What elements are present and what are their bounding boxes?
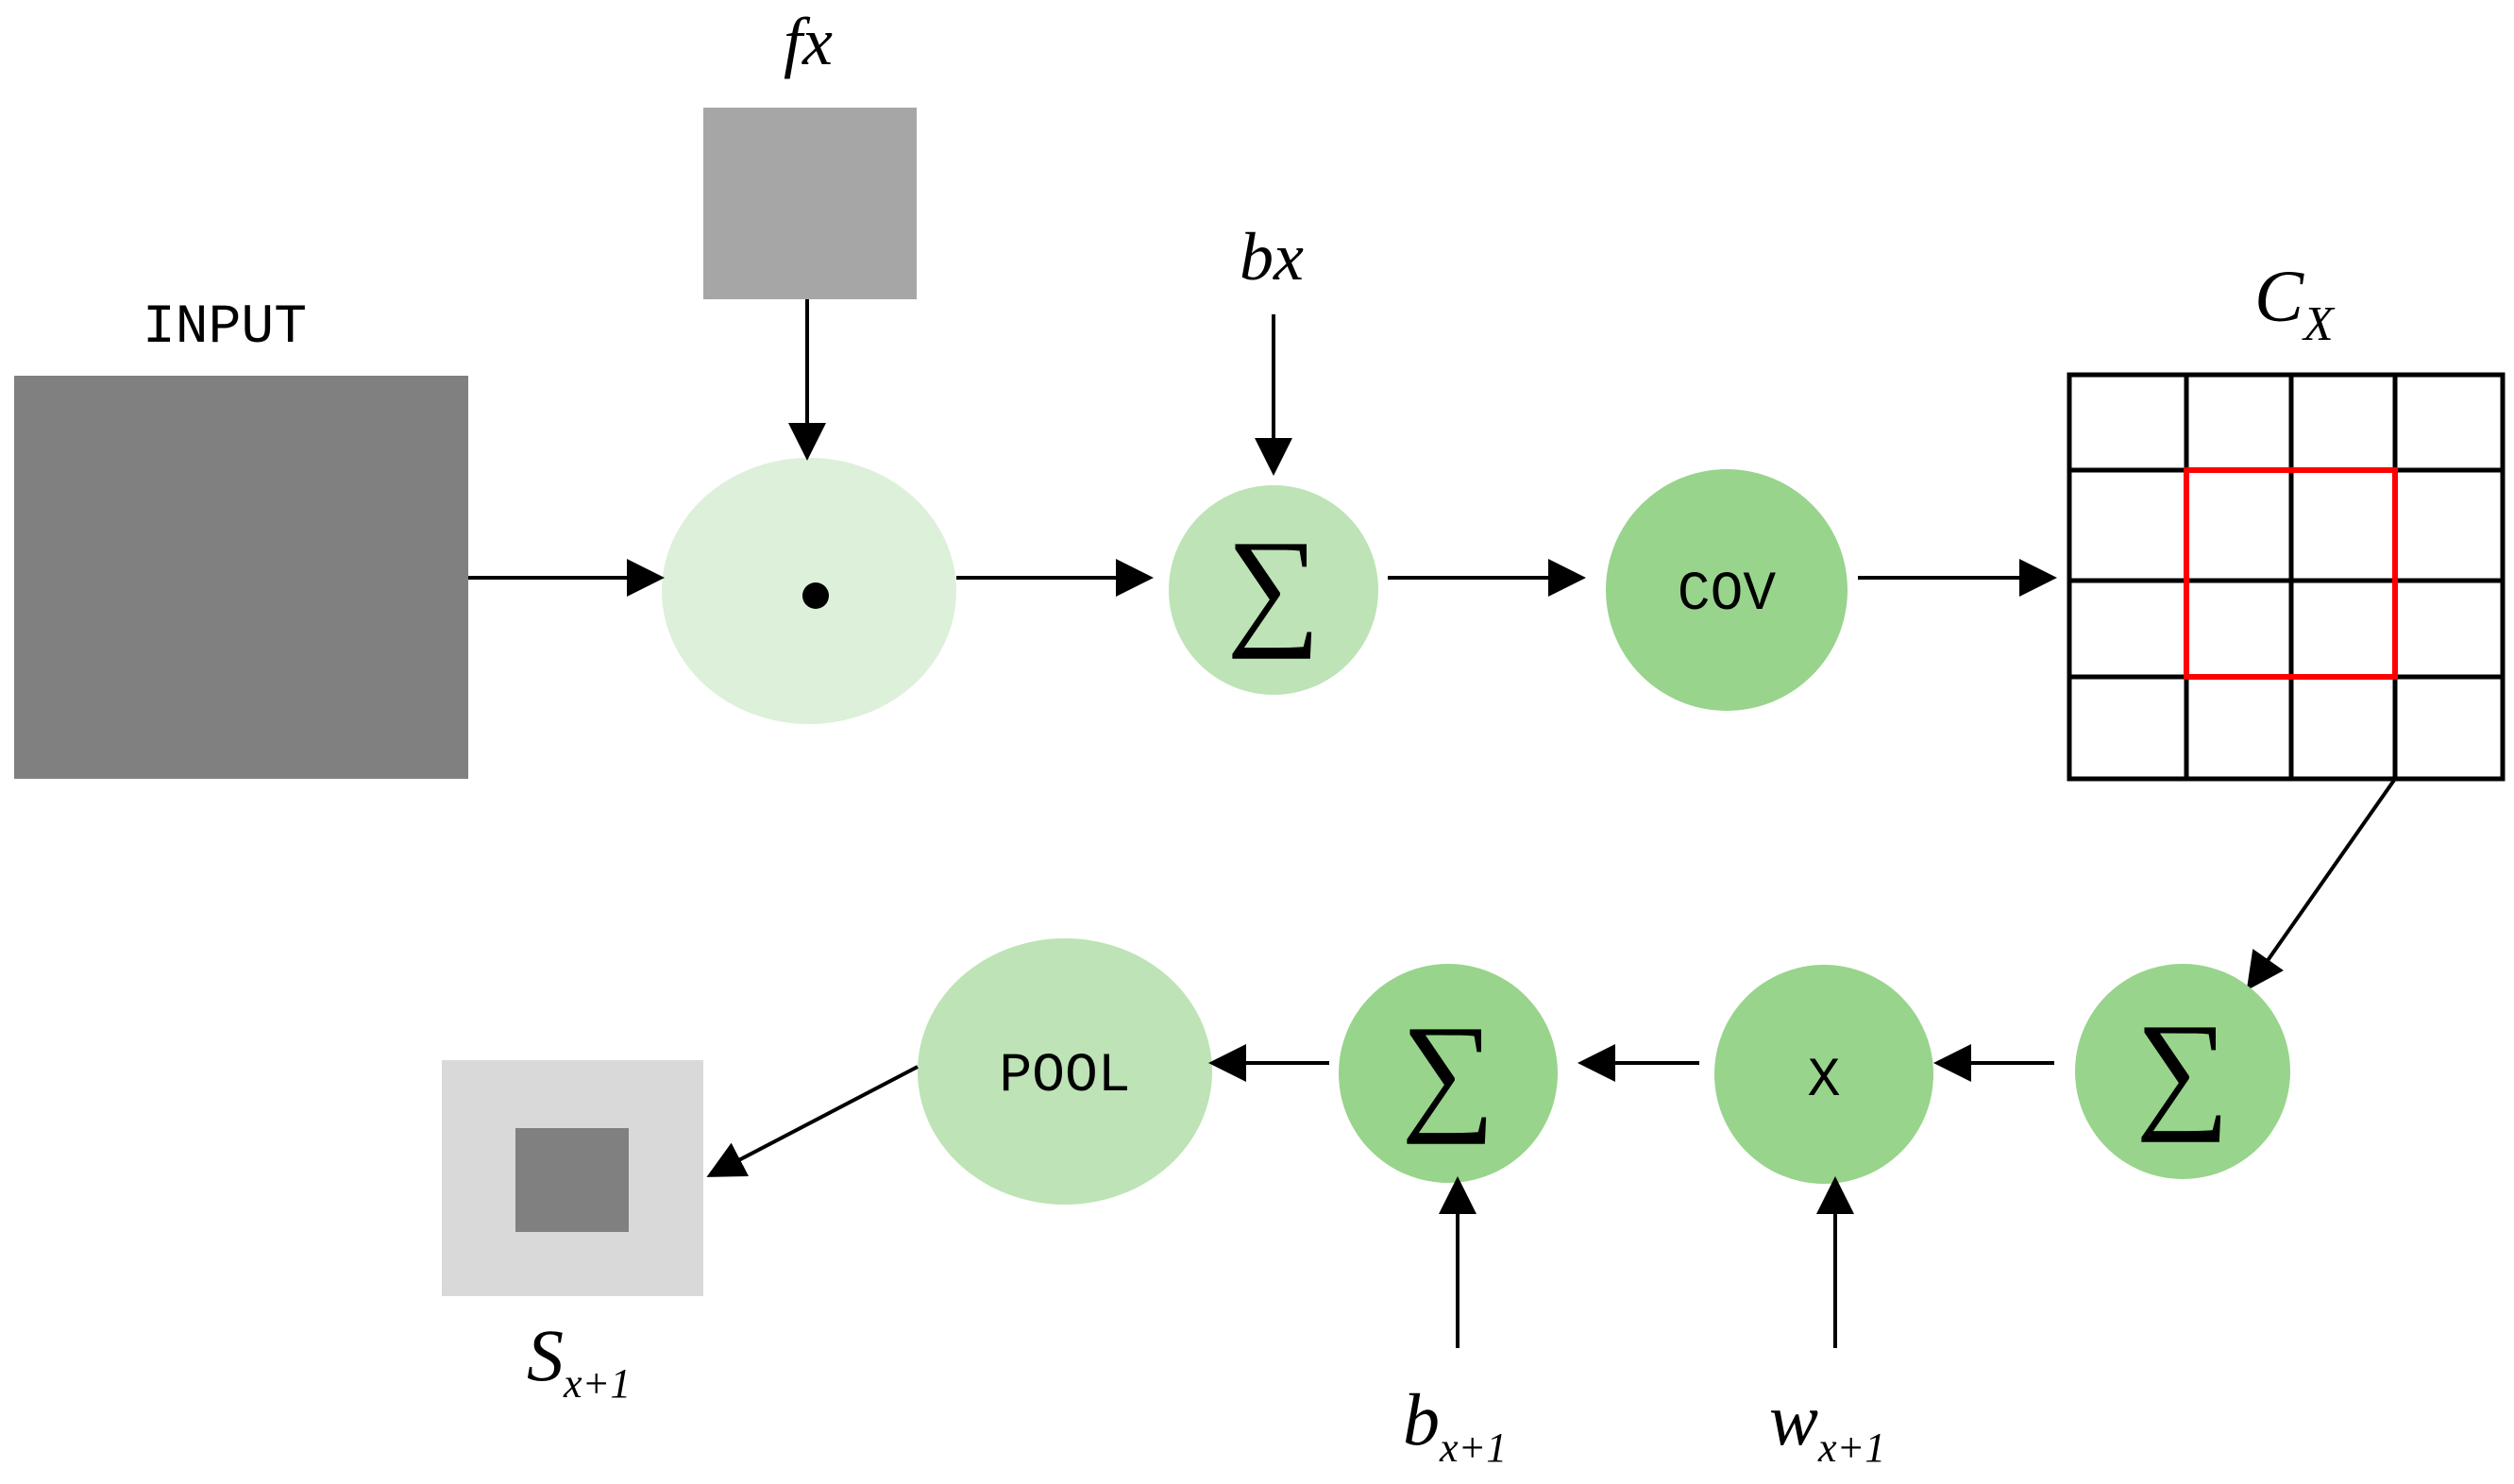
receptive-field-highlight [2184,467,2398,680]
pool-label: POOL [999,1046,1130,1107]
cov-node [1606,469,1848,711]
sum-node-bottom [1339,964,1558,1183]
multiply-node [1714,965,1933,1184]
feature-map-grid [2067,372,2506,782]
pool-node [918,938,1212,1205]
grid-border [2067,372,2506,782]
sum-node-right [2075,964,2290,1179]
input-label: INPUT [143,297,307,359]
arrow-pool-to-output [706,1065,919,1177]
s-label-main: S [527,1314,564,1396]
dot-operator-icon [802,582,829,609]
fx-label: fx [784,4,833,79]
sum-symbol-bottom: ∑ [1401,999,1495,1145]
cx-label: CX [2254,255,2336,351]
bx-label: bx [1240,219,1304,295]
arrow-grid-to-sum [2246,777,2397,991]
b-label-sub: x+1 [1439,1425,1507,1471]
b-label-main: b [1403,1378,1440,1460]
fx-filter-block [703,108,917,299]
w-label-main: w [1769,1378,1818,1460]
sum-symbol-right: ∑ [2135,997,2230,1143]
cov-label: COV [1678,565,1777,626]
w-label-sub: x+1 [1817,1425,1885,1471]
cx-label-sub: X [2302,297,2336,351]
sum-node-top [1169,485,1378,695]
input-block [14,376,468,779]
s-label: Sx+1 [527,1314,631,1407]
sum-symbol-top: ∑ [1226,514,1321,660]
b-label: bx+1 [1403,1378,1507,1471]
s-label-sub: x+1 [563,1360,631,1407]
w-label: wx+1 [1769,1378,1885,1471]
multiply-label: X [1808,1051,1841,1112]
output-pool-cell [515,1128,629,1232]
cx-label-main: C [2254,255,2304,337]
